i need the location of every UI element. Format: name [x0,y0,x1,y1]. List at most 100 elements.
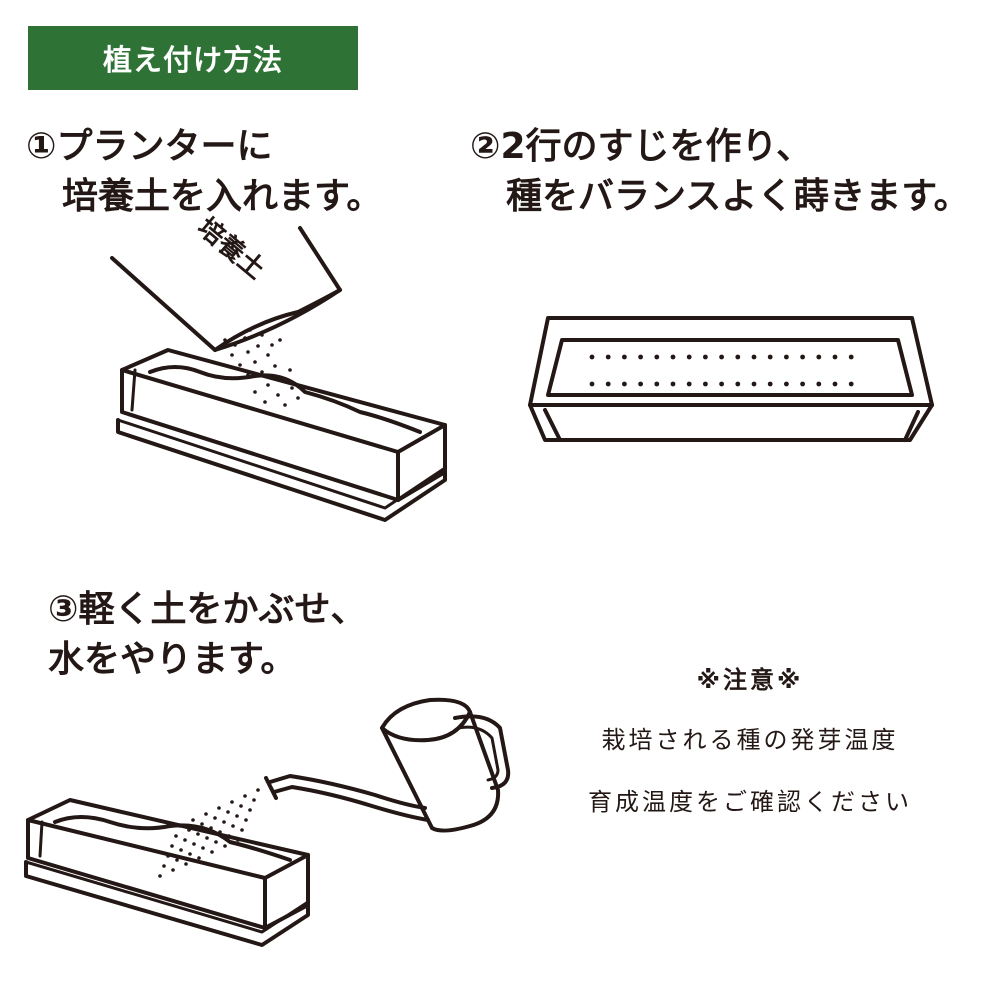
seed-dot [638,354,643,360]
soil-particle [273,364,277,368]
water-droplet [175,858,179,862]
soil-particle [260,333,264,337]
water-droplet [213,816,217,820]
water-droplet [217,806,221,810]
seed-dot [816,381,822,387]
seed-dot [767,381,773,387]
water-droplet [200,822,204,826]
watering-can-illustration [264,697,511,833]
seed-dot [654,354,660,360]
seed-dot [589,381,595,387]
water-droplet [226,810,230,814]
seed-dot [735,381,741,387]
step-3-line-1: ③軽く土をかぶせ、 [48,589,367,630]
seed-dot [686,354,692,360]
water-droplet [214,840,218,844]
water-droplet [192,842,196,846]
soil-particle [223,338,227,342]
water-droplet [197,856,201,860]
step-1-instruction: ①プランターに 培養土を入れます。 [26,122,382,222]
soil-particle [296,396,300,400]
soil-particle [253,360,257,364]
seed-dot [719,354,724,360]
seed-rows [589,354,854,387]
soil-particle [233,343,237,347]
step-1-line-2: 培養土を入れます。 [26,176,383,217]
soil-particle [256,344,260,348]
water-droplet [243,794,247,798]
seed-dot [832,354,838,360]
soil-bag-label: 培養土 [192,212,271,285]
seed-dot [767,354,773,360]
soil-particle [238,363,242,367]
seed-dot [751,354,757,360]
water-droplet [248,808,252,812]
soil-particle [243,336,247,340]
seed-dot [622,354,627,360]
seed-dot [848,381,854,387]
seed-dot [800,381,805,387]
seed-dot [686,381,692,387]
seed-dot [751,381,757,387]
soil-particle [263,400,267,404]
water-droplet [235,814,239,818]
water-droplet [244,818,248,822]
seed-dot [654,381,660,387]
seed-dot [800,354,805,360]
water-droplet [188,852,192,856]
step-2-line-1: ②2行のすじを作り、 [470,126,813,167]
seed-dot [784,354,789,360]
water-droplet [223,844,227,848]
seed-dot [832,381,838,387]
step-2-instruction: ②2行のすじを作り、 種をバランスよく蒔きます。 [470,122,970,222]
planter-watering-illustration [24,798,310,947]
header-banner [28,26,358,90]
seed-dot [703,381,708,387]
water-droplet [256,788,260,792]
soil-particle [248,328,252,332]
soil-particle [278,338,282,342]
water-droplet [171,868,175,872]
soil-particle [246,350,250,354]
soil-particle [288,368,292,372]
water-droplet [231,824,235,828]
step-2-line-2: 種をバランスよく蒔きます。 [470,176,970,217]
soil-particle [230,353,234,357]
water-droplet [240,828,244,832]
soil-bag-illustration: 培養土 [110,212,342,352]
water-droplet [174,834,178,838]
soil-stream [223,328,300,407]
caution-line-2: 育成温度をご確認ください [588,788,912,816]
soil-particle [253,390,257,394]
seed-dot [638,381,643,387]
step-1-line-1: ①プランターに [26,126,273,167]
seed-dot [605,381,611,387]
water-droplet [191,818,195,822]
seed-dot [848,354,854,360]
soil-particle [270,343,274,347]
soil-particle [290,386,294,390]
water-droplet [222,820,226,824]
planter-with-soil-illustration [116,348,447,522]
soil-particle [276,393,280,397]
water-droplet [170,844,174,848]
seed-dot [816,354,822,360]
water-droplet [158,874,162,878]
water-droplet [196,832,200,836]
page-title: 植え付け方法 [102,43,283,77]
water-droplet [204,812,208,816]
seed-dot [719,381,724,387]
water-droplet [162,864,166,868]
seed-dot [784,381,789,387]
water-droplet [184,862,188,866]
water-droplet [179,848,183,852]
water-droplet [205,836,209,840]
soil-particle [266,383,270,387]
water-droplet [239,804,243,808]
seed-dot [670,354,676,360]
seed-dot [622,381,627,387]
seed-dot [670,381,676,387]
soil-particle [260,370,264,374]
seed-dot [735,354,741,360]
